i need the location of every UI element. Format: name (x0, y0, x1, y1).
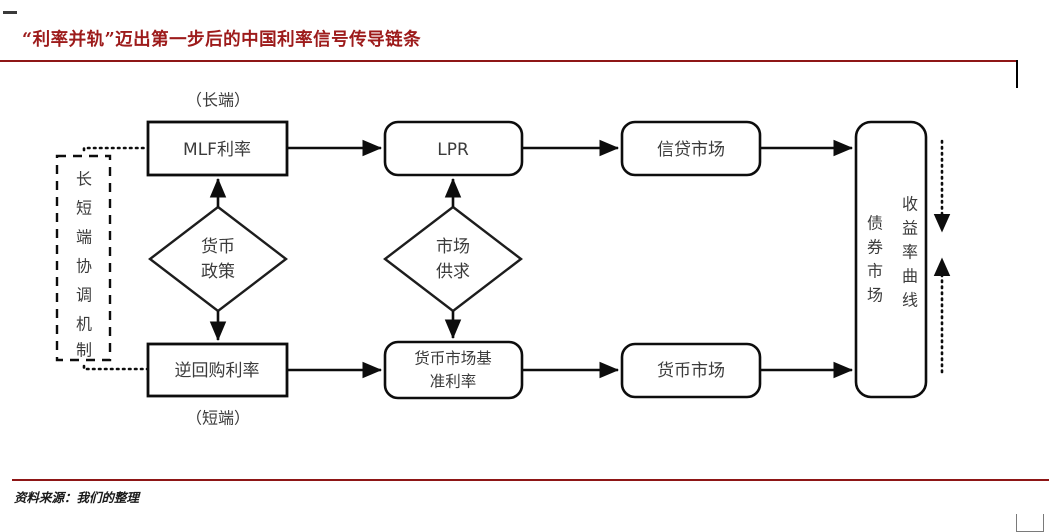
title-underline-endcap (1016, 60, 1018, 88)
footer-divider (12, 479, 1049, 481)
source-note: 资料来源：我们的整理 (14, 490, 140, 505)
coordination-char-0: 长 (76, 170, 92, 189)
node-lpr-label: LPR (437, 140, 469, 160)
title-underline (0, 60, 1018, 62)
node-money-market-label: 货币市场 (657, 361, 725, 381)
corner-dash-mark (3, 11, 17, 14)
node-market-supply-demand[interactable] (383, 205, 523, 313)
coordination-char-1: 短 (76, 199, 92, 218)
bond-market-char-2: 市 (867, 262, 883, 281)
edge-coordination-to-reverse-repo (82, 364, 150, 371)
node-market-supply-demand-label-line1: 市场 (436, 237, 470, 257)
node-money-market-benchmark-rate-label-line1: 货币市场基 (414, 350, 492, 368)
node-reverse-repo-rate[interactable] (146, 342, 289, 398)
annotation-long-end: （长端） (186, 91, 250, 110)
annotation-short-end: （短端） (186, 409, 250, 428)
bond-market-char-3: 场 (867, 286, 883, 305)
node-credit-market-label: 信贷市场 (657, 140, 725, 160)
node-money-market-benchmark-rate-label-line2: 准利率 (430, 373, 477, 391)
yield-curve-char-3: 曲 (902, 267, 918, 286)
node-mlf-rate-label: MLF利率 (183, 140, 251, 160)
node-monetary-policy-label-line2: 政策 (201, 262, 235, 282)
yield-curve-char-1: 益 (902, 219, 918, 238)
node-reverse-repo-rate-label: 逆回购利率 (175, 361, 260, 381)
bond-market-char-1: 券 (867, 238, 883, 257)
edge-coordination-to-mlf (82, 146, 150, 152)
yield-curve-char-2: 率 (902, 243, 918, 262)
coordination-char-2: 端 (76, 228, 92, 247)
coordination-char-3: 协 (76, 257, 92, 276)
yield-curve-char-0: 收 (902, 195, 918, 214)
yield-curve-char-4: 线 (902, 291, 918, 310)
page-title: “利率并轨”迈出第一步后的中国利率信号传导链条 (22, 30, 422, 50)
bond-market-char-0: 债 (867, 214, 883, 233)
corner-bracket-mark (1016, 514, 1044, 532)
node-market-supply-demand-label-line2: 供求 (436, 262, 470, 282)
node-monetary-policy-label-line1: 货币 (201, 237, 235, 257)
coordination-char-5: 机 (76, 315, 92, 334)
node-monetary-policy[interactable] (148, 205, 288, 313)
coordination-char-4: 调 (76, 286, 92, 305)
node-bond-market[interactable] (854, 120, 928, 399)
coordination-char-6: 制 (76, 341, 92, 360)
